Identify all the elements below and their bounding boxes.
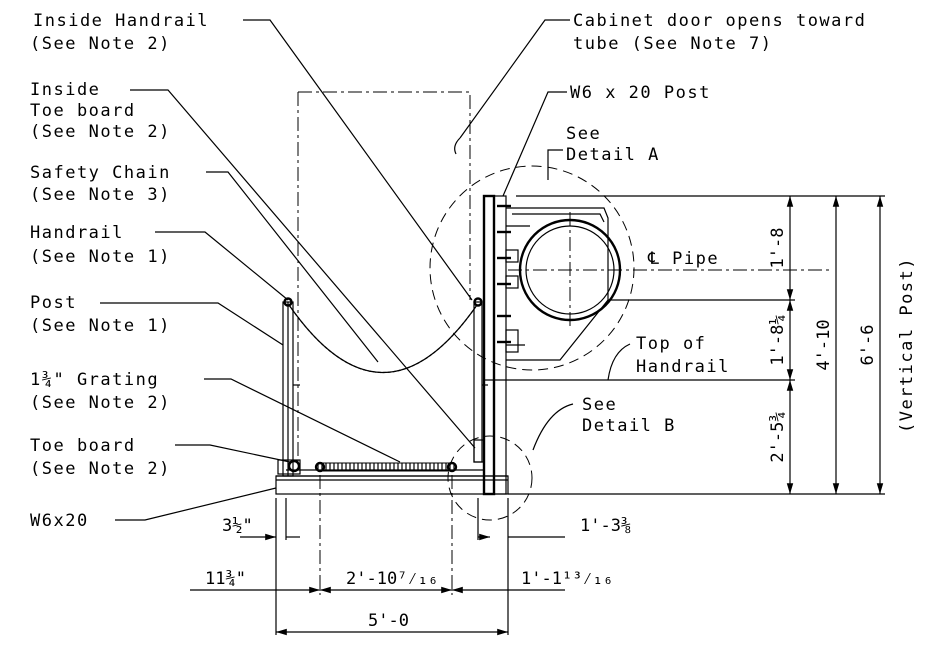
dim-1-8-1-4: 1'-8¼ [768,314,788,365]
w6-post-label: W6 x 20 Post [570,83,711,103]
detail-b-label-2: Detail B [582,416,676,436]
detail-b-circle [447,435,533,521]
inside-toe-board-note: (See Note 2) [30,122,171,142]
dimension-lines [190,195,885,636]
cabinet-door-outline [298,91,471,300]
detail-b-label-1: See [582,395,617,415]
inside-toe-board-label-1: Inside [30,80,100,100]
w6x20-label: W6x20 [30,511,89,531]
top-handrail-label-1: Top of [636,334,706,354]
toe-board-note: (See Note 2) [30,459,171,479]
structure [275,91,830,521]
dim-5-0: 5'-0 [368,611,409,631]
dimension-labels: 1'-8 1'-8¼ 2'-5¾ 4'-10 6'-6 (Vertical Po… [205,228,917,631]
dim-vertical-post: (Vertical Post) [897,257,917,433]
inside-handrail-note: (See Note 2) [30,34,171,54]
dim-11-3-4: 11¾" [205,569,246,589]
detail-a-label-1: See [566,124,601,144]
dim-1-8: 1'-8 [768,228,788,269]
w6-vertical-post [482,194,496,496]
dim-4-10: 4'-10 [814,319,834,370]
inside-toe-board-label-2: Toe board [30,101,136,121]
pipe-label: ℄ Pipe [647,249,719,269]
callout-labels: Inside Handrail (See Note 2) Cabinet doo… [30,11,866,531]
dim-1-1-13-16: 1'-1¹³⁄₁₆ [521,569,613,589]
detail-a-label-2: Detail A [566,145,660,165]
dim-2-5-3-4: 2'-5¾ [768,411,788,462]
dim-3-1-2: 3½" [222,516,253,536]
grating-label: 1¾" Grating [30,370,159,390]
safety-chain-note: (See Note 3) [30,185,171,205]
dim-2-10-7-16: 2'-10⁷⁄₁₆ [346,569,438,589]
post-note: (See Note 1) [30,316,171,336]
top-handrail-label-2: Handrail [636,357,730,377]
pipe-bracket [506,207,609,361]
cabinet-door-note: tube (See Note 7) [573,34,773,54]
inside-handrail-label: Inside Handrail [33,11,209,31]
dim-1-3-3-8: 1'-3⅜ [580,516,631,536]
dim-6-6: 6'-6 [858,325,878,366]
cabinet-door-label: Cabinet door opens toward [573,11,866,31]
safety-chain-label: Safety Chain [30,163,171,183]
grating-note: (See Note 2) [30,393,171,413]
base-beam [275,475,509,495]
post-label: Post [30,293,77,313]
handrail-label: Handrail [30,223,124,243]
handrail-note: (See Note 1) [30,247,171,267]
detail-a-circle [429,165,635,371]
leaders [100,19,631,521]
toe-board-label: Toe board [30,436,136,456]
grating [317,462,455,472]
